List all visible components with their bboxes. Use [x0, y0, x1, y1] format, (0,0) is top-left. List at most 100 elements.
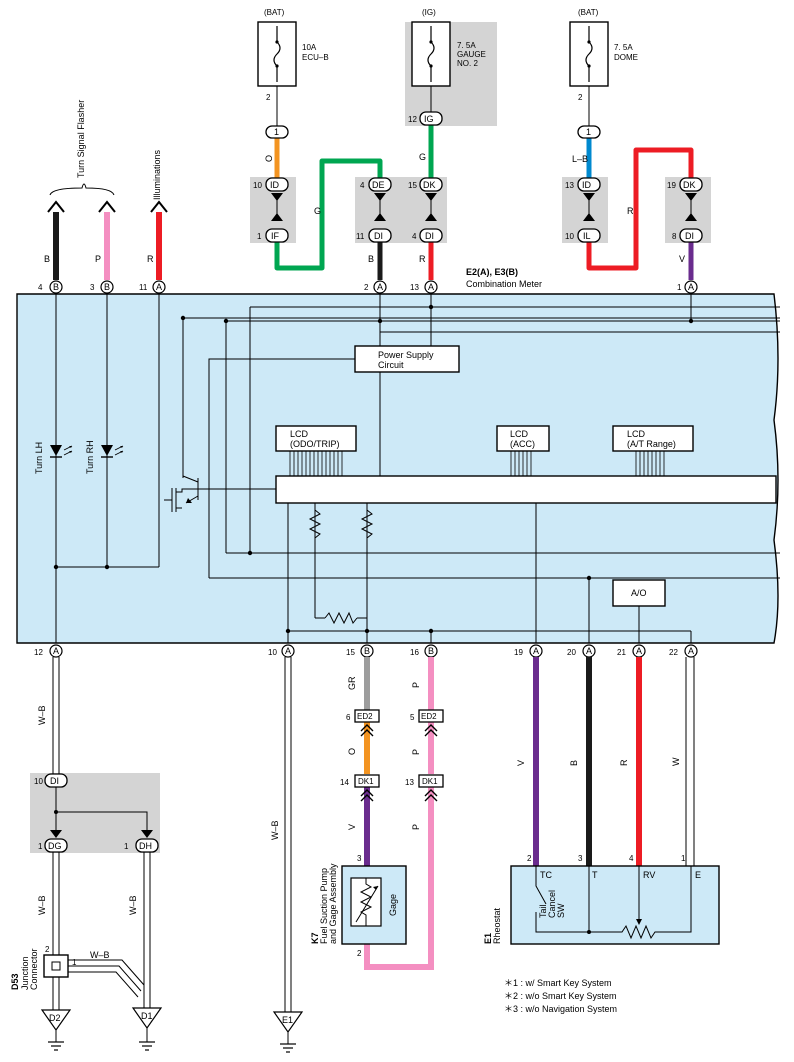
svg-text:22: 22: [669, 648, 678, 657]
svg-text:2: 2: [364, 283, 369, 292]
svg-text:12: 12: [408, 115, 417, 124]
svg-text:Turn RH: Turn RH: [85, 440, 95, 474]
top-wire-labels: O G G L–B R B R V: [264, 152, 685, 264]
svg-text:20: 20: [567, 648, 576, 657]
svg-text:1: 1: [677, 283, 682, 292]
svg-text:A: A: [377, 282, 383, 292]
svg-text:(ACC): (ACC): [510, 439, 535, 449]
footnotes: ＊1 : w/ Smart Key System ＊2 : w/o Smart …: [504, 978, 617, 1014]
svg-text:1: 1: [274, 127, 279, 137]
svg-text:10: 10: [565, 232, 574, 241]
svg-text:A: A: [586, 646, 592, 656]
svg-text:A: A: [688, 646, 694, 656]
svg-text:13: 13: [410, 283, 419, 292]
lower-connectors: 10 DI 1 DG 1 DH 6 ED2 5 ED2 14 DK1 13 DK…: [34, 709, 444, 853]
svg-text:Power Supply: Power Supply: [378, 350, 434, 360]
svg-text:TC: TC: [540, 870, 552, 880]
note-1: ＊1 : w/ Smart Key System: [504, 978, 612, 988]
svg-text:E1: E1: [483, 933, 493, 944]
svg-text:B: B: [428, 646, 434, 656]
svg-text:1: 1: [257, 232, 262, 241]
svg-text:W–B: W–B: [90, 950, 110, 960]
conn-dk-19: 19 DK: [667, 177, 703, 221]
svg-text:W–B: W–B: [128, 895, 138, 915]
svg-text:Rheostat: Rheostat: [492, 907, 502, 944]
svg-text:DG: DG: [48, 841, 62, 851]
svg-text:Tail: Tail: [538, 904, 548, 918]
svg-text:and Gage Assembly: and Gage Assembly: [328, 863, 338, 944]
svg-text:ED2: ED2: [421, 712, 437, 721]
svg-text:DK1: DK1: [358, 777, 374, 786]
fuse-dome-pin: 2: [578, 93, 583, 102]
svg-text:Cancel: Cancel: [547, 890, 557, 918]
svg-text:Circuit: Circuit: [378, 360, 404, 370]
svg-text:A: A: [285, 646, 291, 656]
fuse-ecu-b-pin: 2: [266, 93, 271, 102]
bottom-wires: [52, 657, 695, 1012]
svg-text:LCD: LCD: [627, 429, 646, 439]
svg-text:V: V: [347, 824, 357, 830]
svg-text:B: B: [53, 282, 59, 292]
fuse-ecu-b: (BAT) 10A ECU–B 2: [257, 8, 329, 126]
svg-text:(ODO/TRIP): (ODO/TRIP): [290, 439, 340, 449]
svg-text:IG: IG: [424, 114, 434, 124]
fuse-dome-name: DOME: [614, 53, 638, 62]
svg-text:19: 19: [667, 181, 676, 190]
svg-text:GR: GR: [347, 676, 357, 690]
svg-text:A/O: A/O: [631, 588, 647, 598]
svg-text:4: 4: [629, 854, 634, 863]
conn-il-10: 10 IL: [565, 228, 601, 243]
svg-text:4: 4: [412, 232, 417, 241]
svg-text:A: A: [428, 282, 434, 292]
svg-text:15: 15: [408, 181, 417, 190]
svg-text:R: R: [147, 254, 154, 264]
conn-id-10: 10 ID: [253, 177, 289, 221]
svg-text:19: 19: [514, 648, 523, 657]
svg-text:E1: E1: [282, 1015, 293, 1025]
svg-text:RV: RV: [643, 870, 655, 880]
note-2: ＊2 : w/o Smart Key System: [504, 991, 617, 1001]
svg-text:16: 16: [410, 648, 419, 657]
fuse-dome-supply: (BAT): [578, 8, 599, 17]
svg-text:D1: D1: [141, 1011, 153, 1021]
svg-text:P: P: [411, 749, 421, 755]
svg-text:2: 2: [527, 854, 532, 863]
meter-bottom-pins: 12 A 10 A 15 B 16 B 19 A 20 A 21 A 22 A: [34, 644, 698, 658]
conn-ig-12: 12 IG: [408, 111, 443, 126]
rheostat: 2 3 4 1 TC T RV E Tail Cancel SW E1 Rheo…: [483, 854, 720, 945]
svg-text:ID: ID: [582, 180, 592, 190]
svg-text:V: V: [516, 760, 526, 766]
svg-text:Connector: Connector: [29, 948, 39, 990]
wire-label-g-cross: G: [314, 206, 321, 216]
combination-meter: Power Supply Circuit LCD (ODO/TRIP) LCD …: [16, 293, 780, 644]
conn-di-11: 11 DI: [356, 228, 392, 243]
fuse-gauge-supply: (IG): [422, 8, 436, 17]
svg-text:A: A: [533, 646, 539, 656]
svg-text:B: B: [104, 282, 110, 292]
wire-label-v-meter: V: [679, 254, 685, 264]
svg-text:10: 10: [34, 777, 43, 786]
svg-text:2: 2: [357, 949, 362, 958]
svg-text:DK1: DK1: [422, 777, 438, 786]
svg-text:A: A: [156, 282, 162, 292]
svg-text:D2: D2: [49, 1013, 61, 1023]
svg-text:DK: DK: [423, 180, 436, 190]
svg-text:Junction: Junction: [20, 956, 30, 990]
svg-text:ED2: ED2: [357, 712, 373, 721]
fuse-gauge-name: GAUGE: [457, 50, 486, 59]
turn-rh-led: Turn RH: [85, 440, 124, 474]
svg-text:13: 13: [565, 181, 574, 190]
svg-text:W: W: [671, 757, 681, 766]
svg-text:5: 5: [410, 713, 415, 722]
conn-di-4: 4 DI: [412, 228, 443, 243]
meter-cpu: [275, 475, 777, 504]
svg-text:1: 1: [38, 842, 43, 851]
meter-name: Combination Meter: [466, 279, 542, 289]
svg-text:Turn LH: Turn LH: [34, 442, 44, 474]
conn-id-13: 13 ID: [565, 177, 601, 221]
svg-text:DK: DK: [683, 180, 696, 190]
wire-label-b-meter: B: [368, 254, 374, 264]
svg-text:D53: D53: [10, 973, 20, 990]
svg-text:SW: SW: [556, 903, 566, 918]
svg-text:T: T: [592, 870, 598, 880]
